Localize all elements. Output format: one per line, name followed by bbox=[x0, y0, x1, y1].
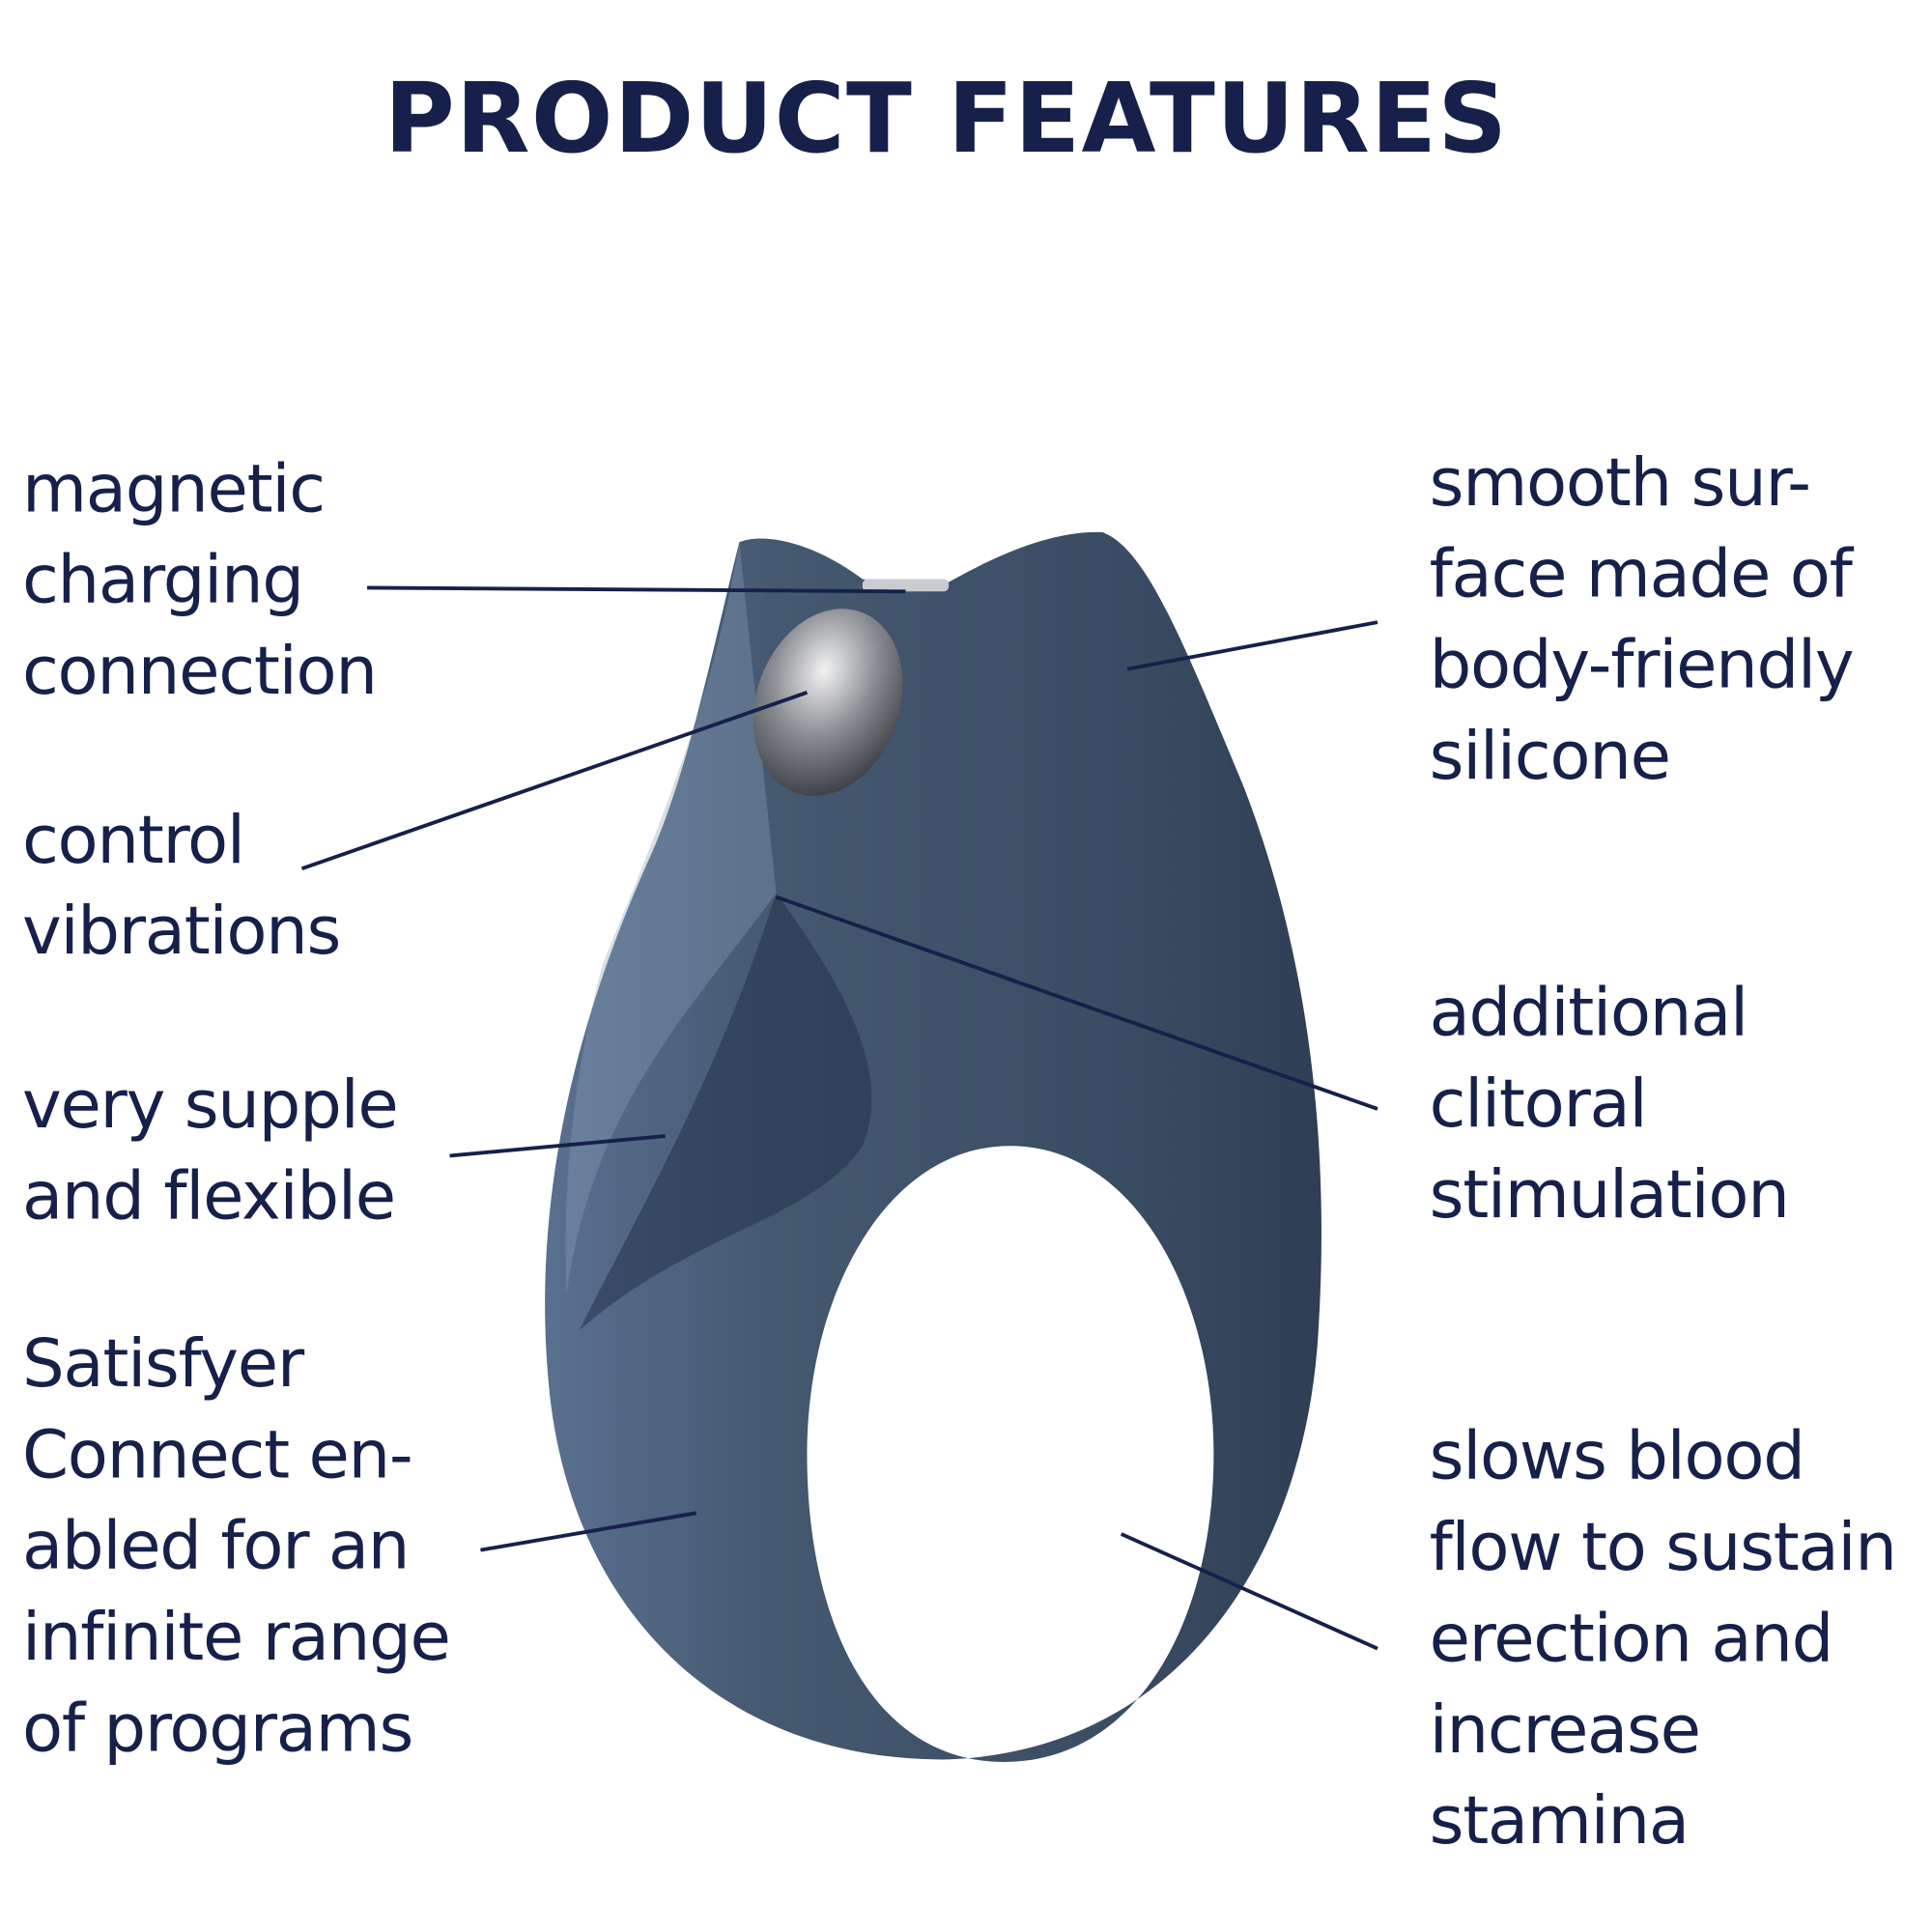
feature-line: connection bbox=[21, 632, 378, 710]
feature-magnetic-charging: magnetic charging connection bbox=[21, 443, 378, 717]
page-title: PRODUCT FEATURES bbox=[384, 64, 1509, 176]
feature-line: Connect en- bbox=[21, 1415, 413, 1493]
feature-line: control bbox=[21, 801, 245, 879]
feature-clitoral-stimulation: additional clitoral stimulation bbox=[1429, 967, 1790, 1240]
feature-line: of programs bbox=[21, 1689, 413, 1768]
feature-line: flow to sustain bbox=[1429, 1508, 1897, 1586]
charging-contacts bbox=[862, 579, 950, 592]
feature-line: body-friendly bbox=[1429, 625, 1855, 704]
feature-line: erection and bbox=[1429, 1599, 1834, 1677]
ring-highlight bbox=[565, 542, 777, 1294]
feature-line: Satisfyer bbox=[21, 1324, 304, 1403]
feature-supple-flexible: very supple and flexible bbox=[21, 1060, 399, 1242]
control-button bbox=[753, 609, 903, 796]
feature-satisfyer-connect: Satisfyer Connect en- abled for an infin… bbox=[21, 1319, 451, 1775]
feature-line: additional bbox=[1429, 973, 1749, 1052]
feature-line: vibrations bbox=[21, 892, 341, 970]
feature-line: silicone bbox=[1429, 717, 1671, 795]
feature-line: clitoral bbox=[1429, 1065, 1648, 1143]
feature-line: infinite range bbox=[21, 1598, 451, 1676]
feature-line: face made of bbox=[1429, 534, 1853, 612]
feature-line: charging bbox=[21, 540, 304, 619]
feature-smooth-surface: smooth sur- face made of body-friendly s… bbox=[1429, 438, 1855, 803]
leader-lines bbox=[300, 585, 1378, 1651]
ring-shadow bbox=[579, 893, 872, 1331]
feature-line: and flexible bbox=[21, 1156, 396, 1236]
feature-line: stimulation bbox=[1429, 1155, 1790, 1234]
feature-line: abled for an bbox=[21, 1506, 411, 1585]
feature-stamina: slows blood flow to sustain erection and… bbox=[1429, 1410, 1897, 1866]
feature-line: increase bbox=[1429, 1690, 1701, 1769]
ring-body bbox=[545, 531, 1321, 1762]
feature-line: smooth sur- bbox=[1429, 443, 1811, 522]
feature-line: very supple bbox=[21, 1065, 399, 1144]
feature-line: magnetic bbox=[21, 449, 326, 527]
feature-control-vibrations: control vibrations bbox=[21, 795, 341, 978]
feature-line: slows blood bbox=[1429, 1416, 1805, 1495]
feature-line: stamina bbox=[1429, 1781, 1690, 1860]
